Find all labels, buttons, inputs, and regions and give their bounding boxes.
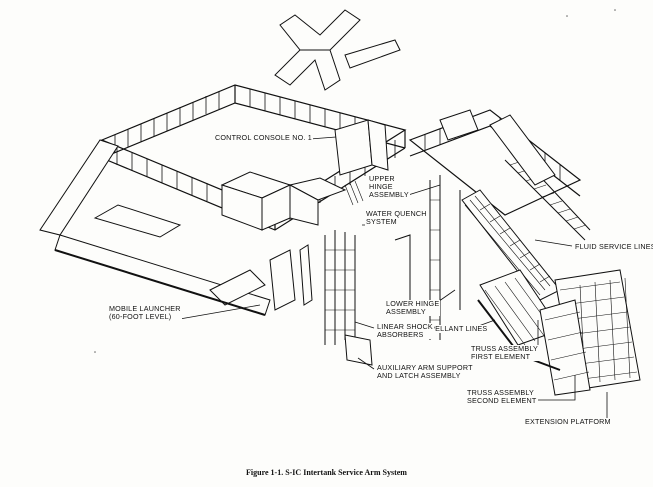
- callout-upper-hinge-line2: HINGE: [369, 182, 393, 191]
- service-arm-truss: [461, 189, 641, 396]
- hinge-tower: [299, 175, 461, 366]
- callout-propellant-lines: PROPELLANT LINES: [413, 324, 489, 333]
- callout-lower-hinge-line2: ASSEMBLY: [386, 307, 426, 316]
- launcher-frame: [39, 139, 296, 316]
- callout-fluid-service-lines-text: FLUID SERVICE LINES: [575, 242, 653, 251]
- callout-control-console: CONTROL CONSOLE NO. 1: [214, 134, 313, 142]
- callout-truss-second: TRUSS ASSEMBLY SECOND ELEMENT: [466, 389, 538, 405]
- callout-extension-platform: EXTENSION PLATFORM: [524, 418, 612, 426]
- callout-upper-hinge-line1: UPPER: [369, 174, 395, 183]
- callout-linear-shock-line1: LINEAR SHOCK: [377, 322, 433, 331]
- right-platform: [408, 109, 591, 241]
- callout-aux-arm-line2: AND LATCH ASSEMBLY: [377, 371, 461, 380]
- callout-truss-second-line1: TRUSS ASSEMBLY: [467, 388, 534, 397]
- callout-truss-first: TRUSS ASSEMBLY FIRST ELEMENT: [470, 345, 539, 361]
- callout-water-quench: WATER QUENCH SYSTEM: [365, 210, 428, 226]
- callout-upper-hinge-line3: ASSEMBLY: [369, 190, 409, 199]
- callout-control-console-text: CONTROL CONSOLE NO. 1: [215, 133, 312, 142]
- callout-truss-first-line1: TRUSS ASSEMBLY: [471, 344, 538, 353]
- callout-mobile-launcher-line2: (60-FOOT LEVEL): [109, 312, 172, 321]
- callout-truss-first-line2: FIRST ELEMENT: [471, 352, 531, 361]
- deck-equipment: [220, 119, 389, 231]
- callout-aux-arm: AUXILIARY ARM SUPPORT AND LATCH ASSEMBLY: [376, 364, 474, 380]
- scan-specks: [94, 9, 616, 353]
- callout-upper-hinge: UPPER HINGE ASSEMBLY: [368, 175, 410, 199]
- callout-mobile-launcher-line1: MOBILE LAUNCHER: [109, 304, 181, 313]
- callout-lower-hinge: LOWER HINGE ASSEMBLY: [385, 299, 441, 316]
- callout-linear-shock: LINEAR SHOCK ABSORBERS: [376, 323, 434, 339]
- callout-lower-hinge-line1: LOWER HINGE: [386, 299, 440, 308]
- top-mast-structure: [274, 9, 401, 91]
- callout-extension-platform-text: EXTENSION PLATFORM: [525, 417, 611, 426]
- callout-water-quench-line1: WATER QUENCH: [366, 209, 427, 218]
- callout-truss-second-line2: SECOND ELEMENT: [467, 396, 537, 405]
- callout-propellant-lines-text: PROPELLANT LINES: [414, 324, 488, 333]
- figure-caption: Figure 1-1. S-IC Intertank Service Arm S…: [246, 468, 407, 477]
- callout-aux-arm-line1: AUXILIARY ARM SUPPORT: [377, 363, 473, 372]
- callout-mobile-launcher: MOBILE LAUNCHER (60-FOOT LEVEL): [108, 305, 182, 321]
- callout-water-quench-line2: SYSTEM: [366, 217, 397, 226]
- callout-fluid-service-lines: FLUID SERVICE LINES: [574, 243, 653, 251]
- callout-linear-shock-line2: ABSORBERS: [377, 330, 424, 339]
